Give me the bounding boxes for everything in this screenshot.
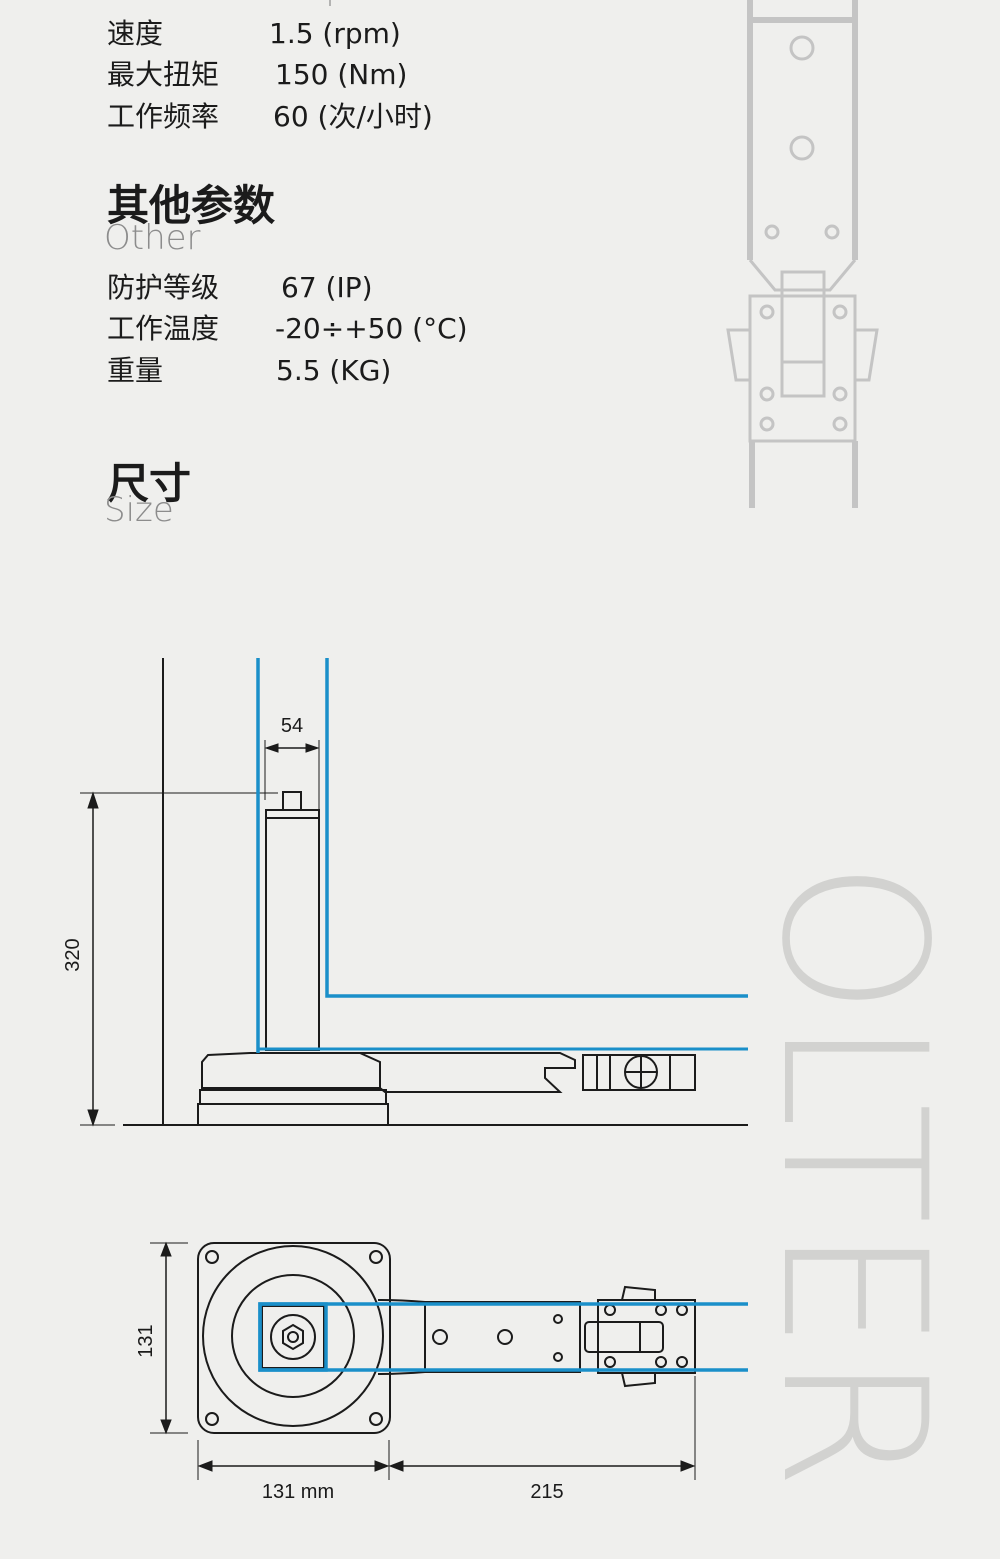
param-value: 1.5 (rpm) [269, 17, 401, 50]
dimension-131mm: 131 mm [262, 1481, 334, 1503]
dimension-320: 320 [62, 938, 84, 971]
top-view-drawing [150, 1241, 696, 1480]
dimension-54: 54 [281, 715, 303, 737]
param-label: 最大扭矩 [107, 58, 220, 91]
dimension-215: 215 [530, 1481, 563, 1503]
section-subtitle-size: Size [104, 490, 174, 530]
dimension-131-vertical: 131 [135, 1324, 157, 1357]
param-value: 150 (Nm) [275, 58, 408, 91]
param-value: 67 (IP) [281, 271, 373, 304]
param-label: 重量 [107, 354, 164, 387]
brand-watermark: OLTER [738, 860, 969, 1493]
section-subtitle-other: Other [104, 218, 201, 258]
param-row: 工作温度 -20÷+50 (°C) [107, 312, 468, 346]
product-outline-gray [726, 0, 879, 508]
param-row: 速度 1.5 (rpm) [107, 17, 401, 51]
param-row: 防护等级 67 (IP) [107, 271, 373, 305]
param-label: 速度 [107, 17, 164, 50]
param-row: 工作频率 60 (次/小时) [107, 100, 433, 134]
section-title-size: 尺寸 [107, 459, 192, 508]
param-row: 最大扭矩 150 (Nm) [107, 58, 407, 92]
param-value: -20÷+50 (°C) [275, 312, 468, 345]
param-row: 重量 5.5 (KG) [107, 354, 391, 388]
param-value: 5.5 (KG) [276, 354, 392, 387]
param-value: 60 (次/小时) [273, 100, 433, 133]
param-label: 防护等级 [107, 271, 220, 304]
top-view-glass [258, 1302, 748, 1372]
side-view-drawing [80, 658, 748, 1127]
param-label: 工作频率 [107, 100, 220, 133]
section-title-other: 其他参数 [107, 181, 276, 230]
param-label: 工作温度 [107, 312, 220, 345]
side-view-glass [256, 658, 748, 1053]
